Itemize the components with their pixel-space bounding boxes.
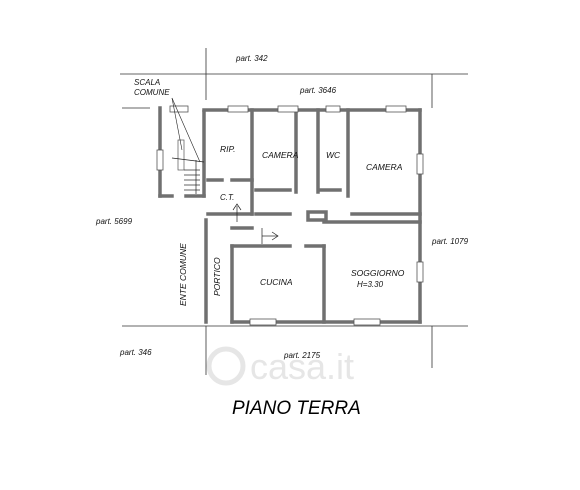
parcel-boundaries: [120, 48, 468, 375]
room-label-cucina: CUCINA: [260, 277, 293, 287]
room-label-camera-2: CAMERA: [366, 162, 403, 172]
pillar: [306, 210, 328, 222]
scala-label: SCALA: [134, 78, 160, 87]
room-label-wc: WC: [326, 150, 341, 160]
room-label-ct: C.T.: [220, 193, 234, 202]
watermark-logo-icon: [206, 346, 246, 386]
room-label-camera-1: CAMERA: [262, 150, 299, 160]
window: [249, 318, 277, 326]
window: [353, 318, 381, 326]
label-leaders: [171, 97, 201, 163]
walls: [158, 106, 422, 324]
arrows: [232, 203, 279, 244]
room-label-height: H=3.30: [357, 280, 384, 289]
watermark-text: casa.it: [250, 346, 354, 387]
parcel-top-inner-label: part. 3646: [299, 86, 337, 95]
window: [227, 105, 249, 113]
room-label-ente-comune: ENTE COMUNE: [178, 243, 188, 306]
room-label-portico: PORTICO: [212, 257, 222, 296]
comune-label: COMUNE: [134, 88, 170, 97]
room-label-rip: RIP.: [220, 144, 235, 154]
window: [169, 105, 189, 113]
window: [416, 153, 424, 175]
parcel-right-label: part. 1079: [431, 237, 469, 246]
watermark: casa.it: [206, 346, 354, 387]
window: [156, 149, 164, 171]
stair-rail: [177, 139, 185, 171]
window: [416, 261, 424, 283]
stairs-icon: [171, 139, 205, 194]
plan-title: PIANO TERRA: [232, 398, 361, 419]
arrow-right-icon: [261, 228, 279, 244]
window: [277, 105, 299, 113]
parcel-bottom-left-label: part. 346: [119, 348, 152, 357]
arrow-up-icon: [232, 203, 242, 222]
window: [385, 105, 407, 113]
windows: [156, 105, 424, 326]
parcel-bottom-label: part. 2175: [283, 351, 321, 360]
room-label-soggiorno: SOGGIORNO: [351, 268, 405, 278]
parcel-top-label: part. 342: [235, 54, 268, 63]
window: [325, 105, 341, 113]
parcel-left-label: part. 5699: [95, 217, 133, 226]
